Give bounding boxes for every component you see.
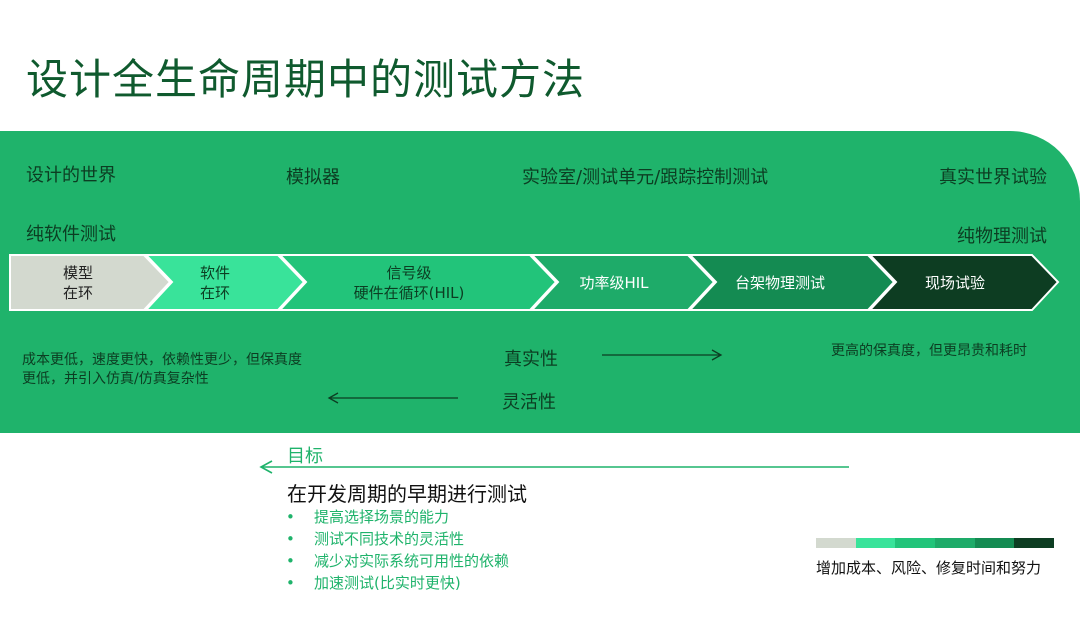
note-high-fidelity: 更高的保真度，但更昂贵和耗时: [831, 343, 1027, 359]
legend-swatch: [895, 538, 936, 548]
stage-chevron: [687, 254, 896, 311]
stage-chevron: [143, 254, 306, 311]
list-item: •减少对实际系统可用性的依赖: [286, 552, 510, 570]
stage-signal-hil: 信号级硬件在循环(HIL): [353, 263, 465, 302]
bullet-icon: •: [286, 574, 295, 592]
legend-swatch: [1014, 538, 1055, 548]
legend-caption: 增加成本、风险、修复时间和努力: [816, 559, 1042, 577]
legend-swatch: [816, 538, 856, 548]
stage-chevron: [529, 254, 716, 311]
legend-swatch: [855, 538, 896, 548]
stage-chevron-row: 模型在环 软件在环 信号级硬件在循环(HIL) 功率级HIL 台架物理测试 现场…: [9, 254, 1060, 311]
stage-power-hil: 功率级HIL: [579, 273, 649, 292]
stage-software-in-loop: 软件在环: [199, 263, 230, 302]
goal-bullet-list: •提高选择场景的能力 •测试不同技术的灵活性 •减少对实际系统可用性的依赖 •加…: [286, 506, 509, 594]
stage-chevron: [9, 254, 172, 311]
category-real-world: 真实世界试验: [939, 167, 1047, 188]
stage-chevron: [867, 254, 1060, 311]
category-lab: 实验室/测试单元/跟踪控制测试: [522, 167, 769, 188]
category-pure-software: 纯软件测试: [26, 224, 116, 245]
legend-swatch: [974, 538, 1015, 548]
category-pure-physical: 纯物理测试: [957, 226, 1047, 247]
stage-chevrons: [9, 254, 1060, 311]
category-design-world: 设计的世界: [26, 165, 116, 186]
stage-model-in-loop: 模型在环: [62, 263, 93, 302]
list-item: •测试不同技术的灵活性: [286, 530, 465, 548]
bullet-icon: •: [286, 530, 295, 548]
stage-field-test: 现场试验: [924, 273, 985, 292]
goal-label: 目标: [287, 446, 323, 467]
legend-swatch: [935, 538, 975, 548]
goal-heading: 在开发周期的早期进行测试: [287, 482, 527, 506]
category-simulator: 模拟器: [286, 167, 340, 188]
goal-arrow: [259, 460, 849, 474]
list-item: •提高选择场景的能力: [286, 508, 450, 526]
cost-gradient-legend: [816, 538, 1055, 548]
bullet-icon: •: [286, 508, 295, 526]
metric-realism: 真实性: [504, 349, 558, 370]
page-title: 设计全生命周期中的测试方法: [26, 55, 586, 104]
stage-bench-physical-test: 台架物理测试: [734, 273, 825, 292]
note-low-fidelity: 成本更低，速度更快，依赖性更少，但保真度 更低，并引入仿真/仿真复杂性: [22, 352, 302, 387]
list-item: •加速测试(比实时更快): [286, 574, 461, 592]
stage-chevron: [277, 254, 558, 311]
bullet-icon: •: [286, 552, 295, 570]
metric-flexibility: 灵活性: [502, 392, 556, 413]
